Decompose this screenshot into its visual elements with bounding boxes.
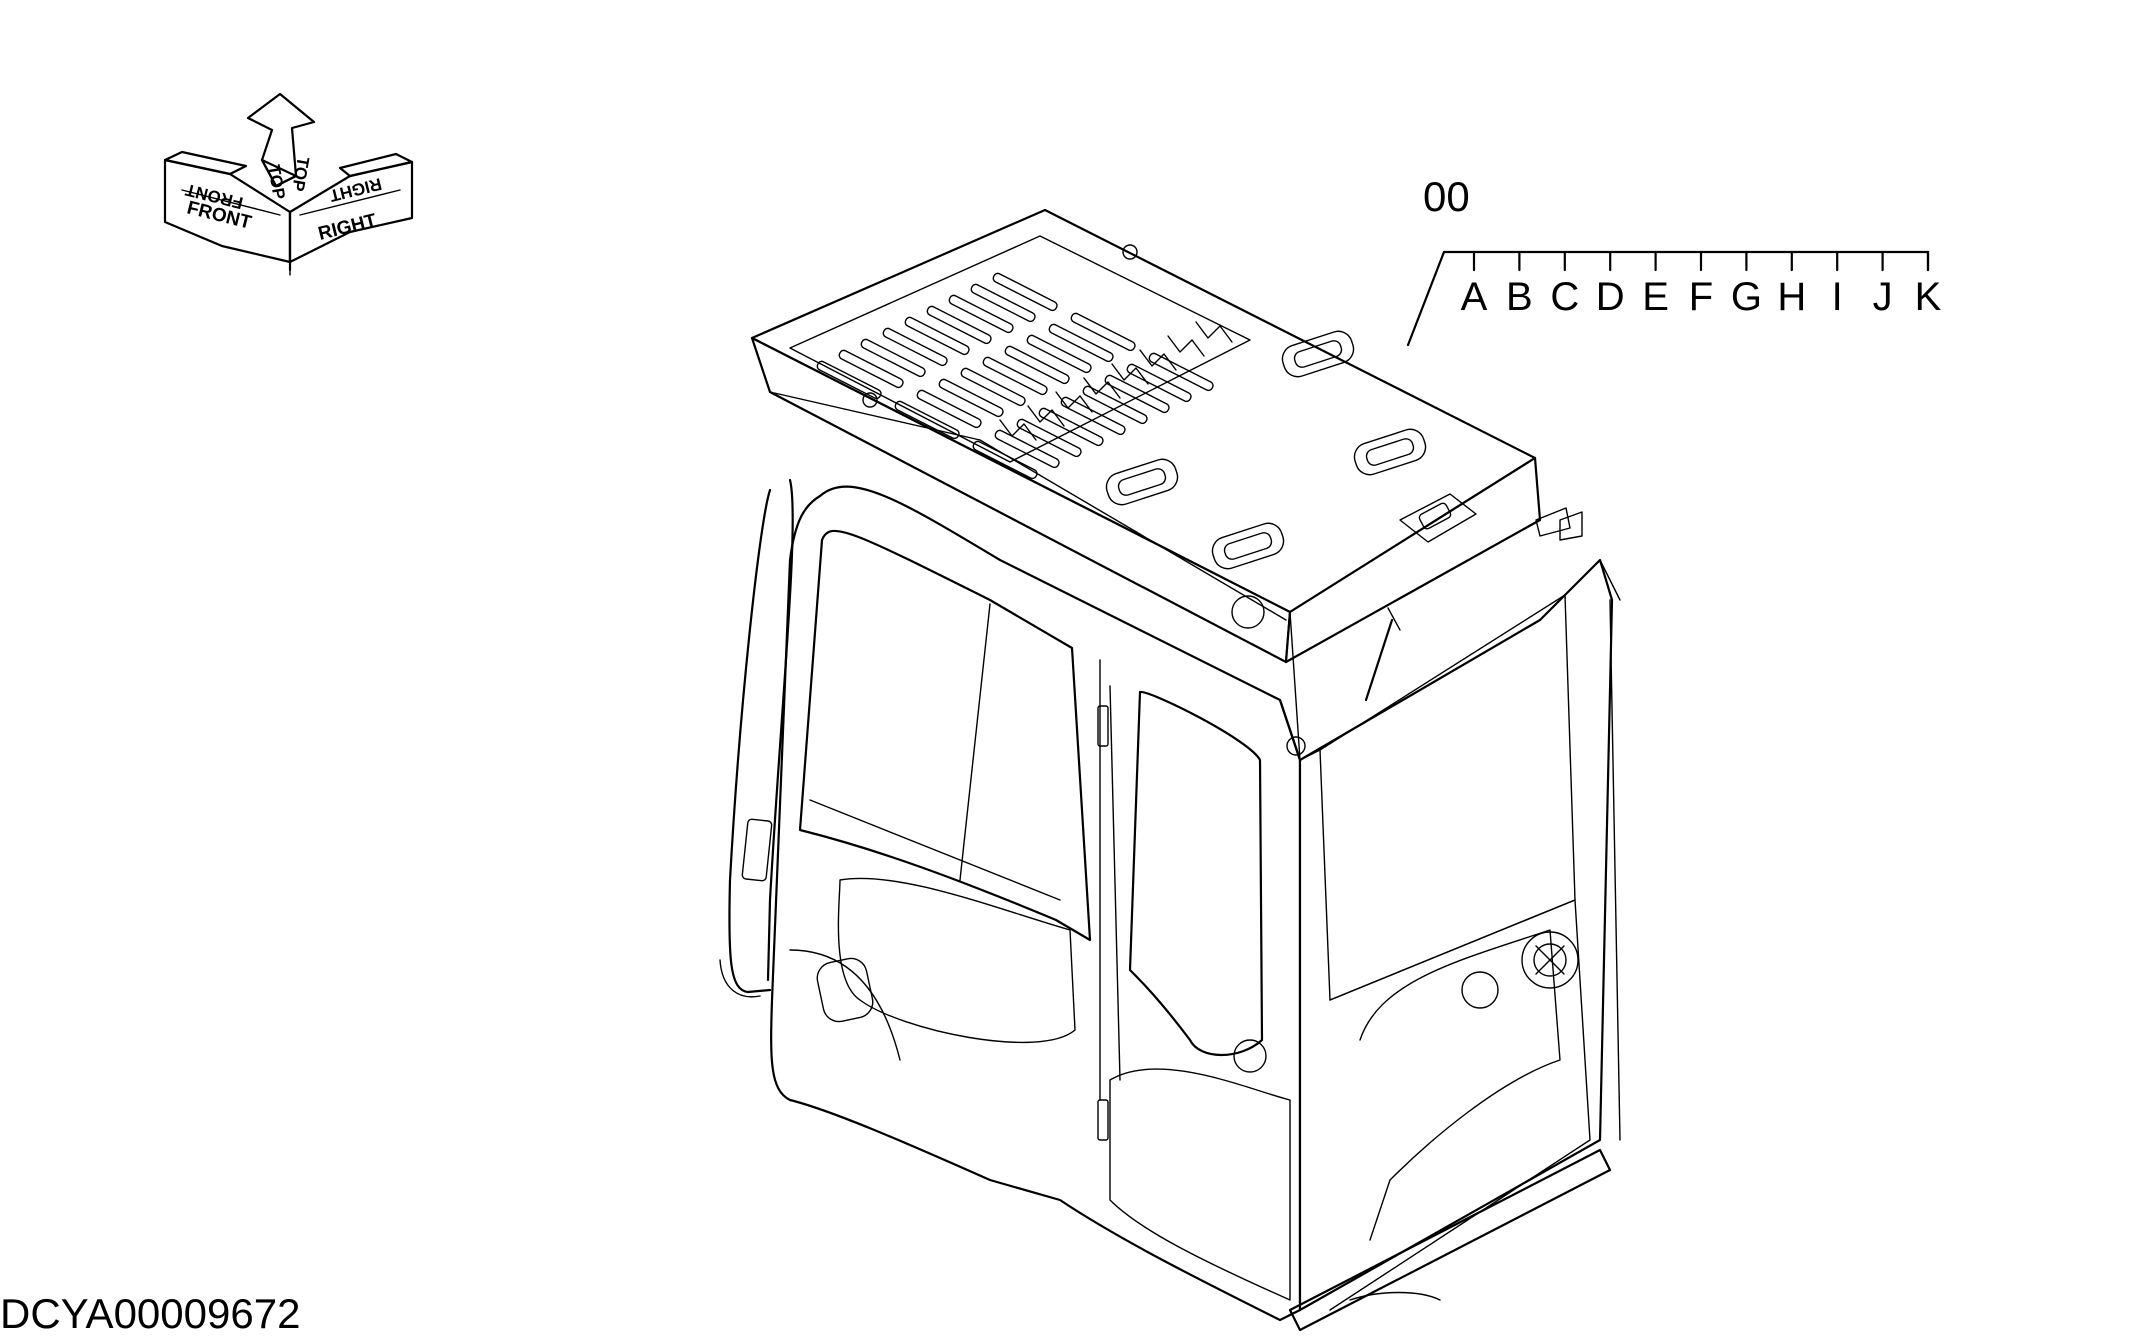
louver-slot [860, 338, 926, 378]
roof-hatch [1353, 428, 1427, 476]
variant-label: C [1550, 275, 1579, 319]
variant-label: I [1832, 275, 1843, 319]
louver-slot [982, 356, 1048, 396]
louver-slot [904, 316, 970, 356]
louver-slot [1104, 374, 1170, 414]
louver-slot [816, 360, 882, 400]
louver-slot [882, 327, 948, 367]
roof-hatch [1211, 522, 1285, 570]
louver-slot [1126, 363, 1192, 403]
louver-grille [1111, 363, 1149, 385]
drawing-id: DCYA00009672 [0, 1290, 300, 1335]
variant-label: G [1731, 275, 1762, 319]
variant-label: F [1689, 275, 1713, 319]
louver-slot [916, 389, 982, 429]
variant-label: H [1777, 275, 1806, 319]
louver-slot [1038, 407, 1104, 447]
louver-slot [894, 400, 960, 440]
variant-label: K [1915, 275, 1942, 319]
operator-cab-illustration [719, 208, 1621, 1332]
roof-hatch-inner [1365, 438, 1415, 466]
louver-slot [938, 378, 1004, 418]
variant-label: E [1642, 275, 1669, 319]
louver-grille [1083, 377, 1121, 399]
louver-slot [970, 283, 1036, 323]
variant-label: D [1596, 275, 1625, 319]
roof-hatch-inner [1223, 532, 1273, 560]
reference-number: 00 [1423, 173, 1470, 220]
louver-slot [838, 349, 904, 389]
louver-grille [1027, 405, 1065, 427]
louver-slot [926, 305, 992, 345]
variant-label: J [1873, 275, 1893, 319]
roof-hatches [1105, 330, 1427, 570]
cab-body [719, 478, 1621, 1332]
louver-grille [1195, 321, 1233, 343]
louver-grille [999, 419, 1037, 441]
louver-slot [1048, 323, 1114, 363]
louver-slot [960, 367, 1026, 407]
louver-slot [1082, 385, 1148, 425]
louver-slot [948, 294, 1014, 334]
louver-slot [1004, 345, 1070, 385]
roof-louvers [816, 272, 1233, 480]
louver-slot [1070, 312, 1136, 352]
louver-slot [994, 429, 1060, 469]
cab-roof [750, 208, 1583, 664]
louver-slot [972, 440, 1038, 480]
roof-hatch [1281, 330, 1355, 378]
roof-hatch-inner [1293, 340, 1343, 368]
roof-hatch [1105, 458, 1179, 506]
louver-grille [1139, 349, 1177, 371]
variant-label: B [1506, 275, 1533, 319]
louver-grille [1055, 391, 1093, 413]
variant-ticks [1472, 250, 1930, 272]
louver-slot [1026, 334, 1092, 374]
louver-grille [1167, 335, 1205, 357]
louver-slot [992, 272, 1058, 312]
orientation-cube-icon: FRONT FRONT TOP TOP RIGHT RIGHT [163, 92, 414, 276]
louver-slot [1148, 352, 1214, 392]
roof-hatch-inner [1117, 468, 1167, 496]
variant-label: A [1461, 275, 1488, 319]
louver-slot [1016, 418, 1082, 458]
